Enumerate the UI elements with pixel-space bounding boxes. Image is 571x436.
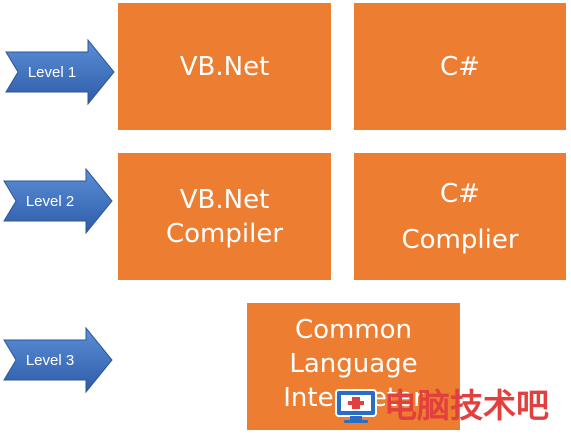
level-3-arrow: Level 3 <box>2 326 114 394</box>
csharp-compiler-line-2: Complier <box>401 224 519 255</box>
csharp-compiler-line-1: C# <box>440 178 480 209</box>
cil-line-1: Common <box>294 315 413 345</box>
level-3-arrow-shape <box>3 326 113 394</box>
level-2-arrow: Level 2 <box>2 167 114 235</box>
vbnet-box: VB.Net <box>118 3 331 130</box>
watermark: 电脑技术吧 <box>332 384 568 428</box>
level-1-label: Level 1 <box>27 63 77 81</box>
vbnet-compiler-line-1: VB.Net <box>179 184 270 215</box>
vbnet-compiler-line-2: Compiler <box>165 218 284 249</box>
vbnet-compiler-box: VB.Net Compiler <box>118 153 331 280</box>
csharp-box-line-1: C# <box>440 51 480 82</box>
level-2-arrow-shape <box>3 167 113 235</box>
cil-line-2: Language <box>289 349 418 379</box>
csharp-compiler-box: C# Complier <box>354 153 566 280</box>
computer-icon <box>335 389 377 423</box>
vbnet-box-line-1: VB.Net <box>179 51 270 82</box>
level-1-arrow-shape <box>5 38 115 106</box>
level-1-arrow: Level 1 <box>4 38 116 106</box>
csharp-box: C# <box>354 3 566 130</box>
watermark-text: 电脑技术吧 <box>384 386 549 425</box>
level-3-label: Level 3 <box>25 351 75 369</box>
level-2-label: Level 2 <box>25 192 75 210</box>
